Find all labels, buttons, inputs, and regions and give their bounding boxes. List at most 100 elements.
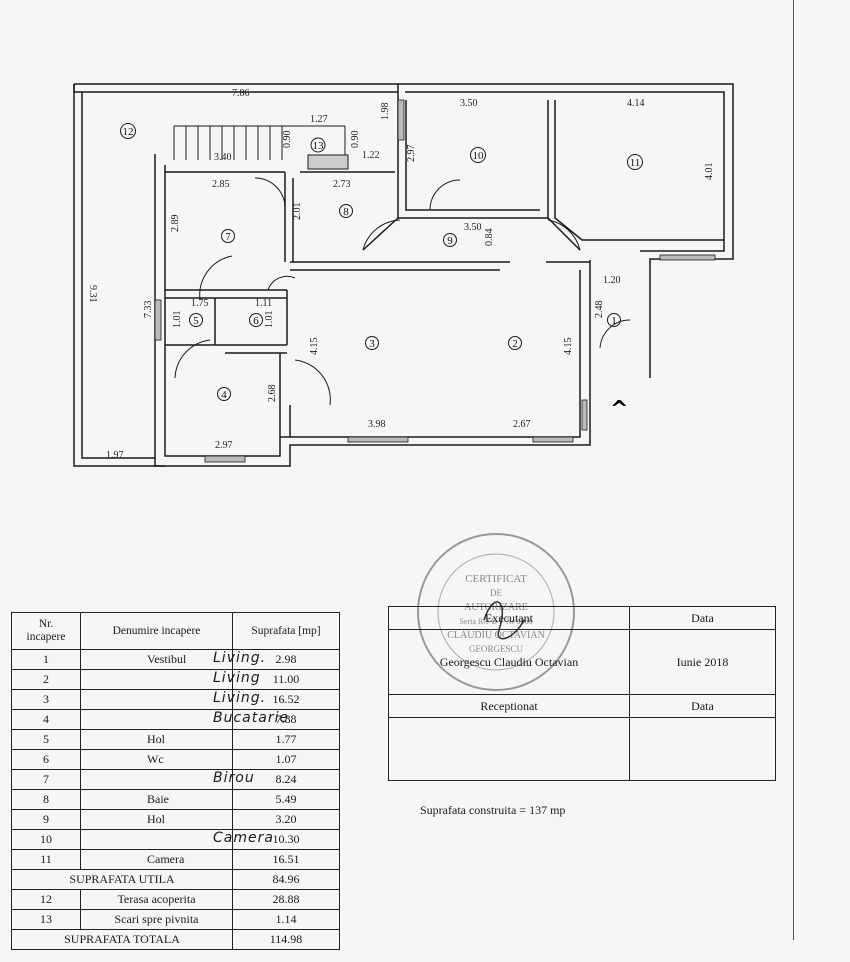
receptionat-date-label: Data: [629, 694, 776, 718]
dim-label: 4.01: [704, 163, 715, 181]
row-name: Scari spre pivnita: [80, 909, 233, 930]
room-number: 12: [123, 126, 134, 138]
row-name-printed: Camera: [147, 852, 185, 866]
rooms-table: Nr.incapere Denumire incapere Suprafata …: [11, 612, 340, 950]
room-number: 13: [313, 140, 325, 152]
row-name: Camera: [80, 829, 273, 850]
room-number: 7: [225, 231, 231, 243]
room-number: 2: [512, 338, 518, 350]
row-nr: 7: [11, 769, 81, 790]
row-nr: 4: [11, 709, 81, 730]
dim-label: 2.48: [594, 301, 605, 319]
dim-label: 3.50: [460, 98, 478, 109]
room-number: 10: [473, 150, 485, 162]
room-number-markers: 1 2 3 4 5 6 7 8 9 10 11 12 13: [120, 123, 643, 401]
row-nr: 8: [11, 789, 81, 810]
table-header-row: Nr.incapere Denumire incapere Suprafata …: [11, 612, 340, 650]
row-name-handwritten: Bucatarie: [213, 710, 290, 726]
dim-label: 1.75: [191, 298, 209, 309]
row-name: Living: [80, 669, 260, 690]
row-name-handwritten: Living: [213, 670, 261, 686]
dim-label: 2.01: [292, 203, 303, 221]
row-area: 1.77: [232, 729, 340, 750]
room-number: 4: [221, 389, 227, 401]
room-number: 1: [611, 315, 617, 327]
dim-label: 1.20: [603, 275, 621, 286]
dim-label: 1.27: [310, 114, 328, 125]
floor-plan: 7.86 1.27 1.98 3.50 4.14 3.40 0.90 0.90 …: [73, 83, 734, 467]
row-nr: 2: [11, 669, 81, 690]
total-label: SUPRAFATA TOTALA: [11, 929, 233, 950]
executant-label: Executant: [388, 606, 630, 630]
row-nr: 5: [11, 729, 81, 750]
dim-label: 2.67: [513, 419, 531, 430]
col-header-nr: Nr.incapere: [11, 612, 81, 650]
dim-label: 2.97: [406, 145, 417, 163]
row-name: Wc: [80, 749, 233, 770]
dim-label: 0.84: [484, 229, 495, 247]
row-area: 5.49: [232, 789, 340, 810]
row-name: Hol: [80, 729, 233, 750]
row-area: 16.51: [232, 849, 340, 870]
dim-label: 4.14: [627, 98, 645, 109]
room-number: 11: [630, 157, 641, 169]
dim-label: 7.86: [232, 88, 250, 99]
dim-label: 3.50: [464, 222, 482, 233]
row-area: 3.20: [232, 809, 340, 830]
room-number: 9: [447, 235, 453, 247]
row-area: 1.14: [232, 909, 340, 930]
table-row: 9 Hol 3.20: [11, 809, 340, 830]
receptionat-label: Receptionat: [388, 694, 630, 718]
dim-label: 2.73: [333, 179, 351, 190]
row-name: Bucatarie: [80, 709, 288, 730]
dim-label: 7.33: [143, 301, 154, 319]
executant-date: Iunie 2018: [629, 629, 776, 695]
page-edge-line: [793, 0, 794, 940]
util-label: SUPRAFATA UTILA: [11, 869, 233, 890]
dim-label: 1.22: [362, 150, 380, 161]
row-name: Living.: [80, 689, 265, 710]
receptionat-signature-cell: [388, 717, 630, 781]
row-nr: 6: [11, 749, 81, 770]
dim-label: 2.68: [267, 385, 278, 403]
row-name-printed: Hol: [147, 812, 165, 826]
col-header-name: Denumire incapere: [80, 612, 233, 650]
row-name-handwritten: Living.: [213, 650, 267, 666]
row-nr: 10: [11, 829, 81, 850]
dim-label: 2.89: [170, 215, 181, 233]
dim-label: 9.31: [87, 285, 98, 303]
row-name-printed: Baie: [147, 792, 169, 806]
row-nr: 13: [11, 909, 81, 930]
col-header-area: Suprafata [mp]: [232, 612, 340, 650]
row-area: 28.88: [232, 889, 340, 910]
row-nr: 12: [11, 889, 81, 910]
room-number: 6: [253, 315, 259, 327]
room-number: 3: [369, 338, 375, 350]
stamp-text: CERTIFICAT: [465, 573, 527, 585]
signature-table: Executant Data Georgescu Claudiu Octavia…: [388, 606, 776, 781]
executant-name: Georgescu Claudiu Octavian: [388, 629, 630, 695]
row-nr: 11: [11, 849, 81, 870]
row-nr: 3: [11, 689, 81, 710]
dim-label: 0.90: [282, 131, 293, 149]
row-name-handwritten: Living.: [213, 690, 267, 706]
row-name: Terasa acoperita: [80, 889, 233, 910]
built-area-text: Suprafata construita = 137 mp: [420, 803, 566, 817]
room-number: 5: [193, 315, 199, 327]
total-value: 114.98: [232, 929, 340, 950]
row-name: Camera: [80, 849, 233, 870]
row-name: Birou: [80, 769, 254, 790]
row-nr: 9: [11, 809, 81, 830]
